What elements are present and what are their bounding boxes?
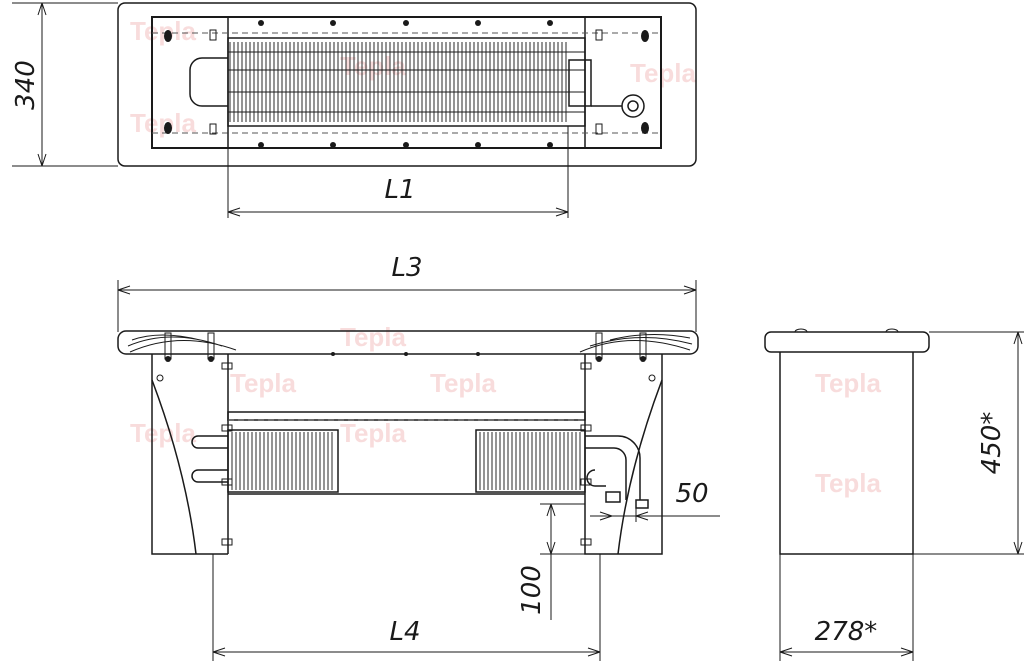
- top-bolts: [164, 20, 649, 148]
- wood-grain: [127, 333, 693, 353]
- watermark-text: Tepla: [630, 58, 697, 88]
- watermark-text: Tepla: [130, 16, 197, 46]
- dimension-label-340: 340: [11, 60, 41, 110]
- left-outer-wall: [151, 354, 228, 555]
- watermark-text: Tepla: [815, 468, 882, 498]
- dimension-l1: L1: [227, 126, 569, 218]
- right-walls: [584, 354, 663, 555]
- dimension-label-278: 278*: [815, 617, 878, 647]
- valve-connector-inner: [627, 100, 639, 112]
- watermark-text: Tepla: [340, 322, 407, 352]
- fin-block-left: [227, 429, 339, 493]
- watermark-text: Tepla: [230, 368, 297, 398]
- grille-outline: [117, 2, 697, 167]
- dimension-label-l4: L4: [389, 617, 420, 647]
- side-bolt-heads: [794, 328, 899, 333]
- dimension-label-100: 100: [517, 565, 547, 615]
- dimension-340: 340: [11, 2, 118, 167]
- right-curved-cover: [617, 379, 663, 555]
- side-body: [779, 352, 914, 555]
- fins-top: [228, 42, 585, 122]
- side-view: [764, 328, 930, 555]
- dimension-label-50: 50: [675, 479, 708, 509]
- dimension-450: 450*: [913, 331, 1024, 555]
- watermark-text: Tepla: [340, 51, 407, 81]
- center-lines: [152, 32, 661, 134]
- dimension-l4: L4: [212, 554, 601, 661]
- dimension-278: 278*: [779, 554, 914, 661]
- top-collector: [227, 411, 586, 421]
- front-view: [117, 330, 699, 555]
- dimension-l3: L3: [117, 253, 697, 332]
- front-fasteners: [156, 332, 656, 546]
- watermark-text: Tepla: [815, 368, 882, 398]
- heat-exchanger-top: [227, 37, 586, 127]
- pipes-left: [191, 435, 228, 483]
- dimension-50: 50: [590, 479, 720, 522]
- valve-body: [568, 59, 592, 107]
- valve-connector: [621, 94, 645, 118]
- watermark-text: Tepla: [430, 368, 497, 398]
- dimension-100: 100: [517, 503, 585, 620]
- wood-grille: [117, 330, 699, 355]
- left-curved-cover: [151, 379, 197, 555]
- side-grille: [764, 331, 930, 353]
- watermark-text: Tepla: [340, 418, 407, 448]
- dimension-label-l1: L1: [384, 175, 415, 205]
- fins-right: [479, 432, 581, 490]
- fin-block-right: [475, 429, 586, 493]
- fins-left: [231, 432, 333, 490]
- dimension-label-450: 450*: [977, 412, 1007, 475]
- watermark-text: Tepla: [130, 418, 197, 448]
- pipes-right: [585, 435, 649, 509]
- top-view: [117, 2, 697, 167]
- pipe-bend-left: [189, 57, 228, 107]
- watermarks: Tepla Tepla Tepla Tepla Tepla Tepla Tepl…: [130, 16, 882, 498]
- dimension-label-l3: L3: [391, 253, 422, 283]
